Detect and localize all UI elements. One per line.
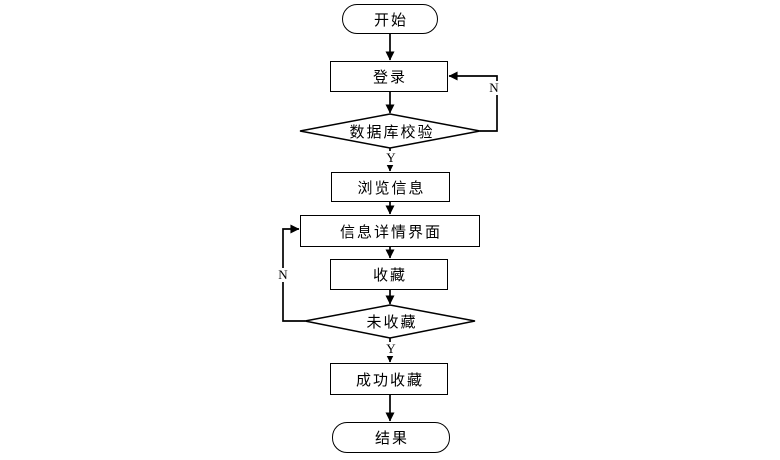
decision-db-check-shape xyxy=(299,113,481,149)
node-collect: 收藏 xyxy=(330,259,448,290)
node-login-label: 登录 xyxy=(372,70,407,86)
node-result: 结果 xyxy=(332,422,450,453)
edge-dbcheck-login-no xyxy=(448,71,498,132)
node-not-collected: 未收藏 xyxy=(305,305,477,338)
node-collect-label: 收藏 xyxy=(372,268,407,284)
node-db-check-label: 数据库校验 xyxy=(349,124,435,141)
edge-label-db-check-no: N xyxy=(486,81,502,95)
node-success-collect: 成功收藏 xyxy=(330,363,448,395)
node-browse-info: 浏览信息 xyxy=(331,172,450,202)
edge-label-not-collected-yes: Y xyxy=(383,342,399,356)
node-info-detail: 信息详情界面 xyxy=(300,215,480,247)
node-start: 开始 xyxy=(342,4,438,34)
node-success-collect-label: 成功收藏 xyxy=(355,372,424,389)
node-browse-info-label: 浏览信息 xyxy=(357,180,426,197)
node-not-collected-label: 未收藏 xyxy=(366,315,418,331)
edge-label-db-check-yes: Y xyxy=(383,151,399,165)
node-info-detail-label: 信息详情界面 xyxy=(339,224,442,241)
node-start-label: 开始 xyxy=(373,12,408,29)
node-result-label: 结果 xyxy=(374,431,409,447)
node-db-check: 数据库校验 xyxy=(300,114,482,148)
decision-not-collected-shape xyxy=(304,304,476,339)
edge-label-not-collected-no: N xyxy=(275,268,291,282)
node-login: 登录 xyxy=(330,61,448,92)
